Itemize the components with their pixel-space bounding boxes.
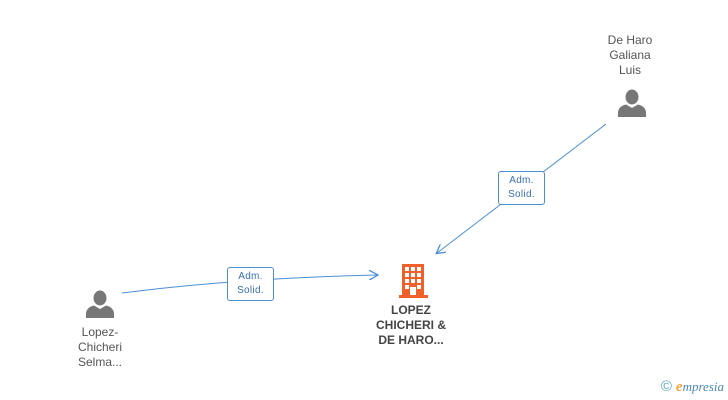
edge-label-line: Solid. [237, 285, 264, 296]
copyright-symbol: © [660, 378, 672, 395]
company-name-line: DE HARO... [378, 333, 444, 347]
company-name-line: LOPEZ [390, 303, 431, 317]
edge-label-line: Solid. [508, 189, 535, 200]
edge-label-line: Adm. [238, 271, 263, 282]
person-name-line: Chicheri [77, 340, 122, 354]
person-label-lopez-chicheri[interactable]: Lopez- Chicheri Selma... [60, 325, 140, 370]
empresia-watermark: © empresia [661, 378, 724, 396]
person-label-de-haro[interactable]: De Haro Galiana Luis [590, 33, 670, 78]
person-name-line: De Haro [607, 33, 653, 47]
brand-logo: empresia [676, 379, 724, 396]
edge-label-adm-solid[interactable]: Adm. Solid. [498, 171, 545, 205]
person-name-line: Selma... [77, 355, 122, 369]
company-label[interactable]: LOPEZ CHICHERI & DE HARO... [361, 303, 461, 348]
person-name-line: Luis [618, 63, 641, 77]
person-icon[interactable] [86, 290, 114, 319]
edge-label-line: Adm. [509, 175, 534, 186]
person-icon[interactable] [618, 89, 646, 118]
company-name-line: CHICHERI & [375, 318, 446, 332]
edge-label-adm-solid[interactable]: Adm. Solid. [227, 267, 274, 301]
person-name-line: Lopez- [81, 325, 119, 339]
building-icon[interactable] [399, 264, 428, 298]
person-name-line: Galiana [609, 48, 651, 62]
brand-initial: e [675, 378, 683, 395]
brand-name: mpresia [682, 378, 724, 394]
